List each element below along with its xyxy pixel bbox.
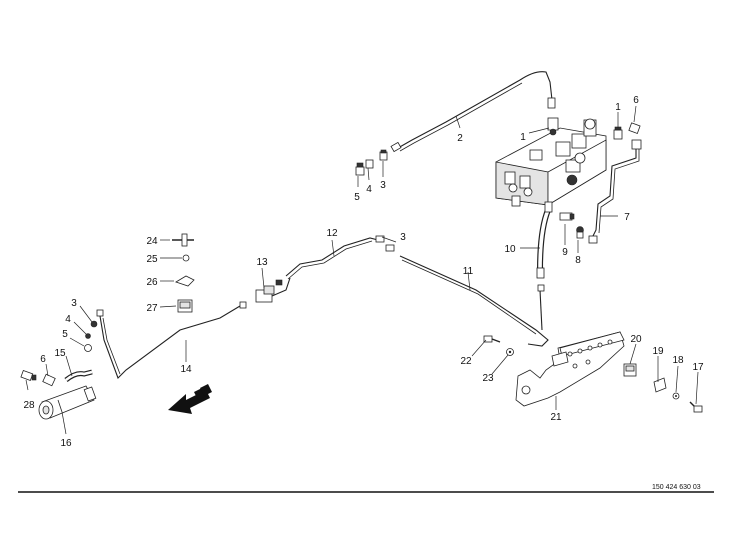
- pipe-2: [390, 71, 556, 153]
- clamp-27: [177, 299, 193, 313]
- callout-9: 9: [562, 247, 568, 258]
- fitting-28: [20, 369, 37, 381]
- valve-13: [255, 277, 291, 303]
- pipe-12: [285, 235, 385, 280]
- pipe-14: [96, 301, 247, 379]
- callout-4-top: 4: [366, 184, 372, 195]
- drawing-number: 150 424 630 03: [652, 484, 701, 491]
- callout-3-left: 3: [71, 298, 77, 309]
- callout-27: 27: [146, 303, 158, 314]
- callout-6-top: 6: [633, 95, 639, 106]
- callout-1-right: 1: [615, 102, 621, 113]
- callout-13: 13: [256, 257, 268, 268]
- direction-arrow: [168, 384, 212, 414]
- callout-1-valve: 1: [520, 132, 526, 143]
- fittings-group-top: [355, 149, 388, 176]
- callout-10: 10: [504, 244, 516, 255]
- clip-26: [175, 275, 195, 287]
- callout-labels: 1 2 1 6 4 5 3 7 10 9 8 3 12 13 24 25 26 …: [23, 95, 704, 449]
- washer-23: [506, 348, 514, 356]
- bolt-17: [689, 401, 703, 413]
- fittings-group-left: [84, 320, 98, 352]
- hose-10: [536, 201, 553, 279]
- callout-20: 20: [630, 334, 642, 345]
- plate-19: [653, 377, 667, 393]
- callout-16: 16: [60, 438, 72, 449]
- callout-2: 2: [457, 133, 463, 144]
- fitting-6-top: [628, 122, 641, 134]
- callout-8: 8: [575, 255, 581, 266]
- callout-14: 14: [180, 364, 192, 375]
- pipe-7: [588, 139, 642, 244]
- bracket-21: [515, 331, 625, 407]
- clamp-20: [623, 363, 637, 377]
- callout-12: 12: [326, 228, 338, 239]
- callout-18: 18: [672, 355, 684, 366]
- washer-18: [672, 392, 680, 400]
- callout-22: 22: [460, 356, 472, 367]
- cylinder-16: [38, 385, 97, 420]
- callout-24: 24: [146, 236, 158, 247]
- leader-lines: [25, 105, 699, 435]
- callout-3-mid: 3: [400, 232, 406, 243]
- callout-26: 26: [146, 277, 158, 288]
- callout-3-top: 3: [380, 180, 386, 191]
- callout-4-left: 4: [65, 314, 71, 325]
- fitting-8: [576, 226, 584, 239]
- callout-5-left: 5: [62, 329, 68, 340]
- callout-19: 19: [652, 346, 664, 357]
- valve-block: [495, 117, 607, 207]
- bolt-24: [172, 233, 194, 247]
- hose-15: [64, 369, 93, 382]
- washer-25: [182, 254, 190, 262]
- callout-6-left: 6: [40, 354, 46, 365]
- callout-5-top: 5: [354, 192, 360, 203]
- callout-25: 25: [146, 254, 158, 265]
- fitting-1-right: [613, 126, 623, 140]
- fitting-9: [559, 212, 575, 221]
- fitting-6-left: [42, 373, 56, 387]
- pipe-11: [385, 244, 549, 347]
- callout-7: 7: [624, 212, 630, 223]
- callout-15: 15: [54, 348, 66, 359]
- callout-21: 21: [550, 412, 562, 423]
- callout-28: 28: [23, 400, 35, 411]
- callout-11: 11: [463, 266, 474, 277]
- bolt-22: [483, 335, 501, 343]
- callout-23: 23: [482, 373, 494, 384]
- callout-17: 17: [692, 362, 704, 373]
